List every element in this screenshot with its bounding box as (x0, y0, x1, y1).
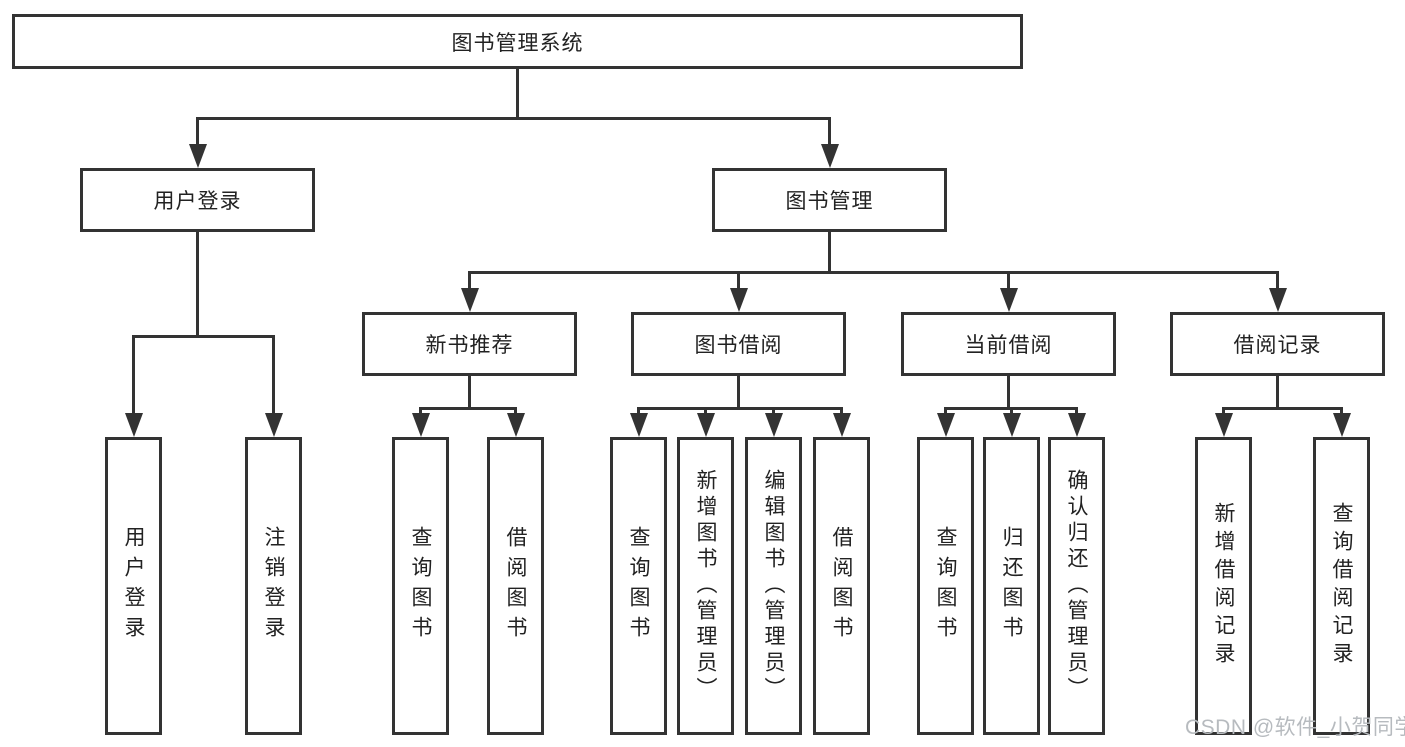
arrow-shaft-bb-borrow-book (840, 407, 843, 416)
node-book-management: 图书管理 (712, 168, 947, 232)
leaf-nb-query-book: 查询图书 (392, 437, 449, 735)
arrow-head-book-management (820, 144, 839, 168)
arrow-head-bb-add-book (696, 413, 715, 437)
arrow-head-user-login (188, 144, 207, 168)
arrow-head-borrow-records (1268, 288, 1287, 312)
arrow-head-nb-query-book (411, 413, 430, 437)
arrow-shaft-book-borrow (737, 271, 740, 290)
arrow-head-bb-borrow-book (832, 413, 851, 437)
arrow-shaft-bb-edit-book (772, 407, 775, 416)
connector-user-login-hbar (132, 335, 275, 338)
arrow-head-bb-query-book (629, 413, 648, 437)
node-root: 图书管理系统 (12, 14, 1023, 69)
node-current-borrow-label: 当前借阅 (964, 334, 1053, 357)
arrow-shaft-cb-query-book (944, 407, 947, 416)
arrow-shaft-bb-add-book (704, 407, 707, 416)
leaf-bb-borrow-book-label: 借阅图书 (830, 526, 853, 646)
leaf-cb-confirm-return-admin: 确认归还（管理员） (1048, 437, 1105, 735)
leaf-logout-label: 注销登录 (262, 526, 285, 646)
arrow-head-bb-edit-book (764, 413, 783, 437)
arrow-head-new-book-recommend (460, 288, 479, 312)
connector-borrow-records-stem (1276, 376, 1279, 410)
node-borrow-records-label: 借阅记录 (1233, 334, 1322, 357)
connector-current-borrow-stem (1007, 376, 1010, 410)
arrow-shaft-br-query-record (1340, 407, 1343, 416)
arrow-head-br-query-record (1332, 413, 1351, 437)
arrow-shaft-current-borrow (1007, 271, 1010, 290)
leaf-bb-edit-book-admin-label: 编辑图书（管理员） (762, 469, 785, 703)
arrow-shaft-user-login (196, 117, 199, 146)
leaf-bb-add-book-admin: 新增图书（管理员） (677, 437, 734, 735)
leaf-bb-edit-book-admin: 编辑图书（管理员） (745, 437, 802, 735)
leaf-br-query-record: 查询借阅记录 (1313, 437, 1370, 735)
leaf-br-query-record-label: 查询借阅记录 (1330, 502, 1353, 670)
connector-book-borrow-hbar (637, 407, 843, 410)
arrow-shaft-cb-confirm-return (1075, 407, 1078, 416)
connector-root-hbar (196, 117, 831, 120)
arrow-head-book-borrow (729, 288, 748, 312)
leaf-cb-query-book: 查询图书 (917, 437, 974, 735)
arrow-head-cb-confirm-return (1067, 413, 1086, 437)
leaf-cb-return-book-label: 归还图书 (1000, 526, 1023, 646)
node-new-book-recommend-label: 新书推荐 (425, 334, 514, 357)
leaf-logout: 注销登录 (245, 437, 302, 735)
node-book-borrow-label: 图书借阅 (694, 334, 783, 357)
arrow-head-cb-query-book (936, 413, 955, 437)
node-current-borrow: 当前借阅 (901, 312, 1116, 376)
leaf-cb-confirm-return-admin-label: 确认归还（管理员） (1065, 469, 1088, 703)
leaf-br-add-record: 新增借阅记录 (1195, 437, 1252, 735)
arrow-shaft-leaf-user-login (132, 335, 135, 415)
leaf-user-login: 用户登录 (105, 437, 162, 735)
leaf-bb-query-book: 查询图书 (610, 437, 667, 735)
connector-book-management-stem (828, 232, 831, 274)
connector-borrow-records-hbar (1222, 407, 1343, 410)
arrow-head-br-add-record (1214, 413, 1233, 437)
csdn-watermark: CSDN @软件_小贺同学 (1185, 716, 1405, 739)
node-root-label: 图书管理系统 (451, 31, 584, 55)
leaf-cb-return-book: 归还图书 (983, 437, 1040, 735)
connector-user-login-stem (196, 232, 199, 338)
connector-root-stem (516, 68, 519, 118)
node-book-management-label: 图书管理 (785, 190, 874, 213)
arrow-head-leaf-logout (264, 413, 283, 437)
leaf-nb-query-book-label: 查询图书 (409, 526, 432, 646)
connector-book-management-hbar (468, 271, 1279, 274)
leaf-nb-borrow-book-label: 借阅图书 (504, 526, 527, 646)
node-user-login: 用户登录 (80, 168, 315, 232)
arrow-head-leaf-user-login (124, 413, 143, 437)
arrow-head-current-borrow (999, 288, 1018, 312)
leaf-bb-add-book-admin-label: 新增图书（管理员） (694, 469, 717, 703)
node-book-borrow: 图书借阅 (631, 312, 846, 376)
leaf-bb-borrow-book: 借阅图书 (813, 437, 870, 735)
arrow-shaft-bb-query-book (637, 407, 640, 416)
leaf-user-login-label: 用户登录 (122, 526, 145, 646)
leaf-nb-borrow-book: 借阅图书 (487, 437, 544, 735)
arrow-shaft-borrow-records (1276, 271, 1279, 290)
node-user-login-label: 用户登录 (153, 190, 242, 213)
arrow-shaft-leaf-logout (272, 335, 275, 415)
arrow-shaft-cb-return-book (1010, 407, 1013, 416)
arrow-shaft-book-management (828, 117, 831, 146)
arrow-shaft-br-add-record (1222, 407, 1225, 416)
arrow-head-nb-borrow-book (506, 413, 525, 437)
node-borrow-records: 借阅记录 (1170, 312, 1385, 376)
connector-book-borrow-stem (737, 376, 740, 410)
connector-new-book-recommend-hbar (419, 407, 517, 410)
arrow-head-cb-return-book (1002, 413, 1021, 437)
arrow-shaft-new-book-recommend (468, 271, 471, 290)
arrow-shaft-nb-query-book (419, 407, 422, 416)
arrow-shaft-nb-borrow-book (514, 407, 517, 416)
leaf-cb-query-book-label: 查询图书 (934, 526, 957, 646)
node-new-book-recommend: 新书推荐 (362, 312, 577, 376)
leaf-br-add-record-label: 新增借阅记录 (1212, 502, 1235, 670)
leaf-bb-query-book-label: 查询图书 (627, 526, 650, 646)
connector-new-book-recommend-stem (468, 376, 471, 410)
